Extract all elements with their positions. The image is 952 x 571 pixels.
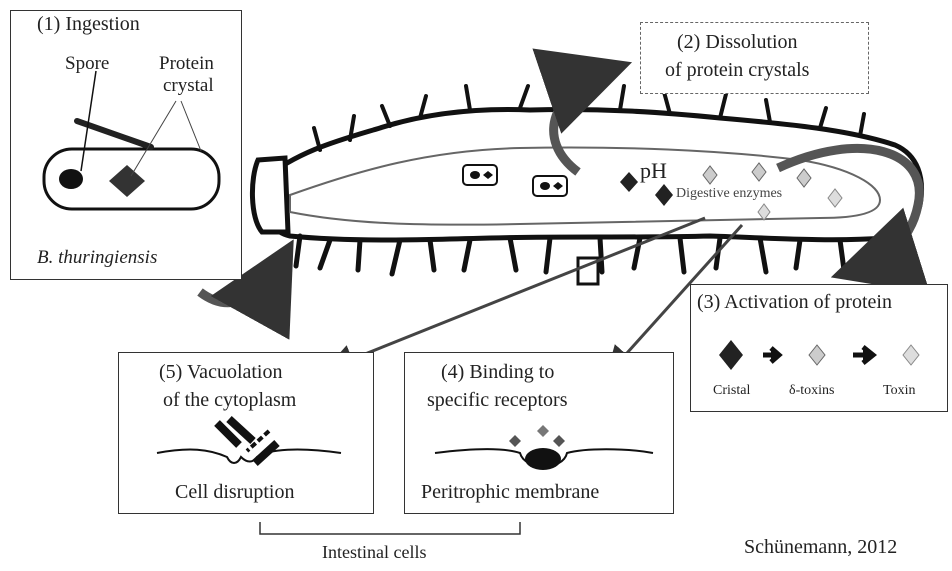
- dissolution-title-line2: of protein crystals: [665, 59, 809, 82]
- crystal-label-line1: Protein: [159, 53, 214, 75]
- peritrophic-membrane-label: Peritrophic membrane: [421, 481, 599, 504]
- toxin-label: Toxin: [883, 383, 915, 399]
- credit-label: Schünemann, 2012: [744, 536, 897, 559]
- activation-panel: (3) Activation of protein Cristal δ-toxi…: [690, 284, 948, 412]
- arrow-right-icon: [763, 348, 779, 362]
- dissolution-panel: (2) Dissolution of protein crystals: [640, 22, 869, 94]
- binding-panel: (4) Binding to specific receptors Peritr…: [404, 352, 674, 514]
- cell-disruption-label: Cell disruption: [175, 481, 294, 504]
- ph-label: pH: [640, 158, 667, 184]
- ingestion-title: (1) Ingestion: [37, 13, 140, 36]
- caterpillar-head: [252, 158, 288, 232]
- vacuolation-panel: (5) Vacuolation of the cytoplasm Cell di…: [118, 352, 374, 514]
- delta-toxins-label: δ-toxins: [789, 383, 835, 399]
- caterpillar-body: [262, 109, 922, 240]
- spore-label: Spore: [65, 53, 109, 75]
- cristal-label: Cristal: [713, 383, 750, 399]
- crystal-icon: [719, 340, 743, 370]
- dissolution-title-line1: (2) Dissolution: [677, 31, 798, 54]
- intestinal-cells-brace: [260, 522, 520, 534]
- delta-toxin-icon: [809, 345, 825, 365]
- organism-label: B. thuringiensis: [37, 247, 157, 269]
- arrow-right-icon: [853, 347, 873, 363]
- bacterium-artwork: [11, 11, 241, 279]
- digestive-enzymes-label: Digestive enzymes: [676, 186, 782, 202]
- ingestion-panel: (1) Ingestion Spore Protein crystal B. t…: [10, 10, 242, 280]
- toxin-icon: [903, 345, 919, 365]
- crystal-label-line2: crystal: [163, 75, 214, 97]
- intestinal-cells-label: Intestinal cells: [322, 542, 426, 563]
